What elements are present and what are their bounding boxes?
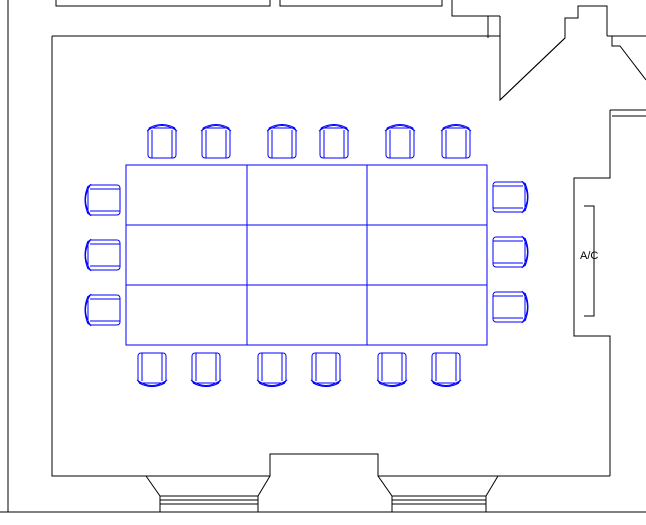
chair — [146, 124, 178, 159]
chair — [84, 183, 121, 217]
chair — [492, 235, 529, 269]
chair — [430, 352, 462, 387]
chair — [376, 352, 408, 387]
chair — [384, 124, 416, 159]
table-outline — [125, 164, 488, 346]
chair — [200, 124, 232, 159]
chair — [310, 352, 342, 387]
chair — [440, 124, 472, 159]
chairs — [84, 124, 529, 387]
chair — [266, 124, 298, 159]
chair — [190, 352, 222, 387]
chair — [84, 238, 121, 272]
chair — [84, 293, 121, 327]
chair — [318, 124, 350, 159]
chair — [492, 290, 529, 324]
chair — [492, 180, 529, 214]
conference-table — [125, 164, 488, 346]
ac-label: A/C — [580, 250, 599, 262]
chair — [136, 352, 168, 387]
walls — [0, 0, 646, 513]
chair — [256, 352, 288, 387]
